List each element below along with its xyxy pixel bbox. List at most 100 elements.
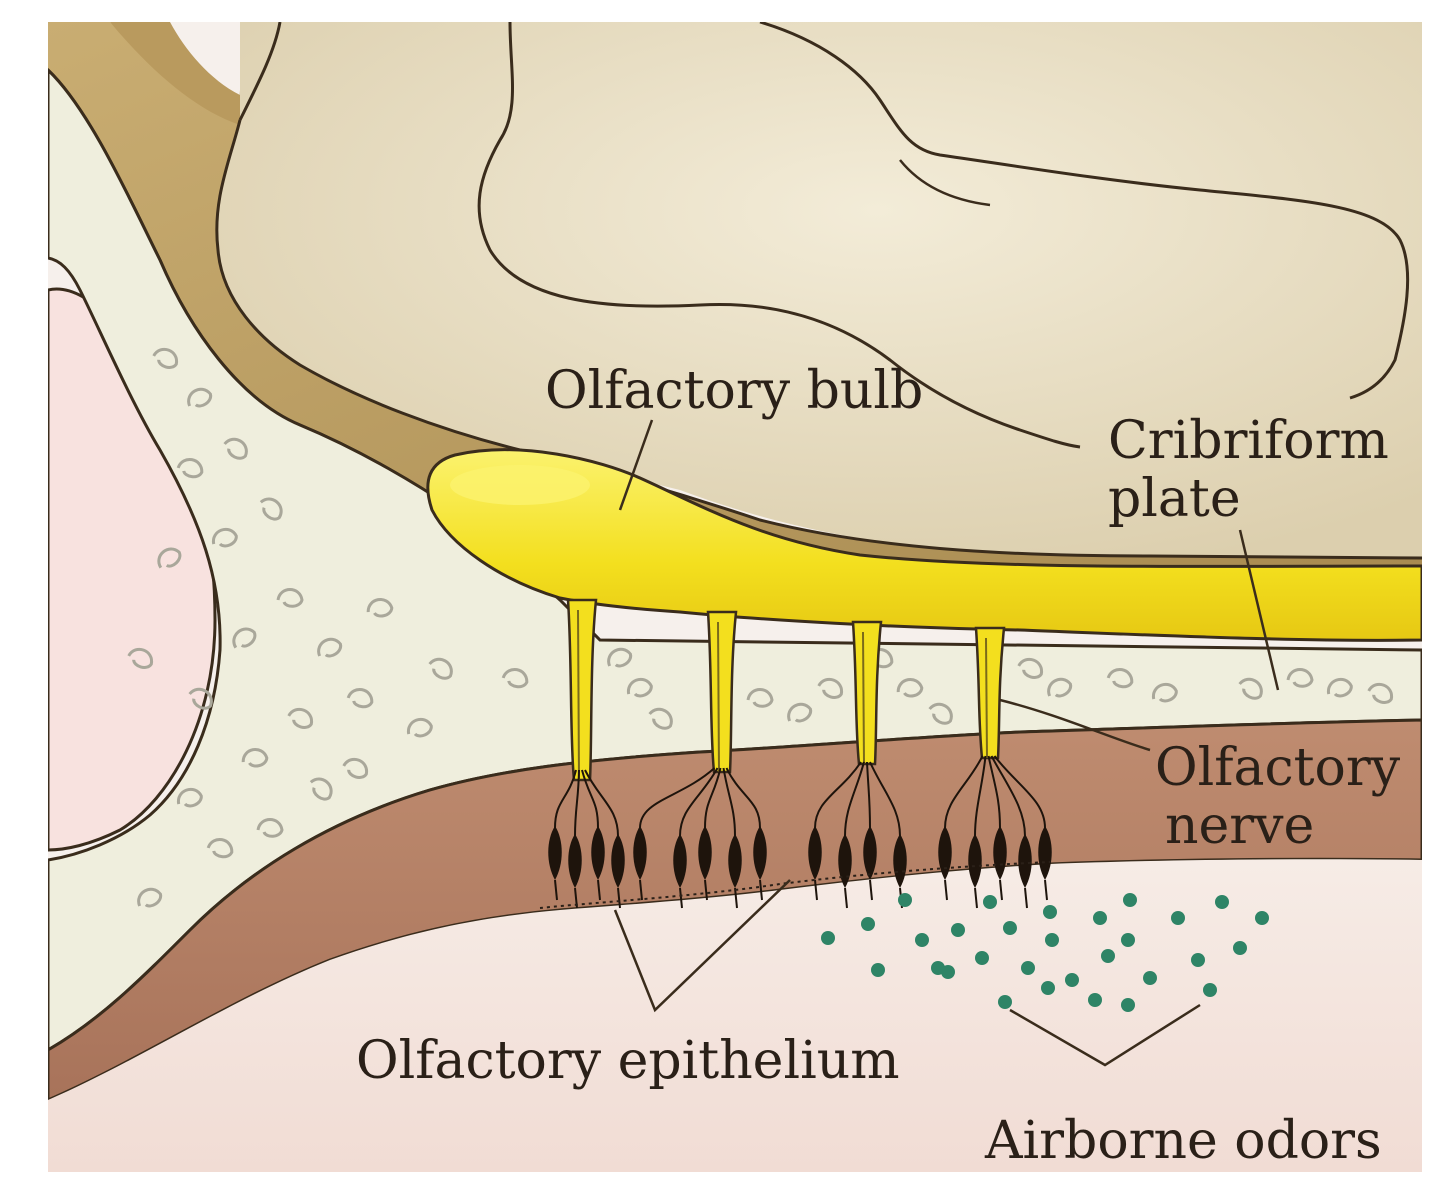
nerve-bundle — [706, 610, 738, 774]
odor-dot-icon — [1093, 911, 1107, 925]
receptor-axon — [944, 755, 984, 829]
receptor-axon — [974, 755, 987, 837]
nerve-fiber — [577, 609, 580, 781]
receptor-neuron-icon — [673, 834, 687, 888]
receptor-axon — [722, 767, 736, 837]
receptor-neuron-icon — [808, 826, 822, 880]
receptor-axon — [679, 767, 719, 837]
receptor-dendrite — [704, 879, 708, 901]
receptor-dendrite — [554, 879, 558, 901]
bone-cell-icon — [346, 688, 374, 709]
receptor-neuron-icon — [893, 834, 907, 888]
label-olfactory-epithelium: Olfactory epithelium — [356, 1031, 900, 1091]
odor-dot-icon — [1101, 949, 1115, 963]
receptor-neurons — [548, 755, 1052, 909]
bone-cell-icon — [648, 707, 673, 730]
bone-cell-icon — [256, 818, 284, 838]
receptor-neuron-icon — [591, 826, 605, 880]
receptor-axon — [987, 755, 1001, 829]
odor-dot-icon — [1255, 911, 1269, 925]
receptor-neuron-icon — [728, 834, 742, 888]
label-cribriform-plate-line1: Cribriform — [1108, 411, 1389, 471]
receptor-axon — [866, 761, 871, 829]
bone-cell-icon — [127, 647, 153, 669]
odor-dot-icon — [821, 931, 835, 945]
odor-dot-icon — [1123, 893, 1137, 907]
receptor-dendrite — [974, 887, 978, 909]
receptor-dendrite — [679, 887, 683, 909]
odor-dot-icon — [1043, 905, 1057, 919]
receptor-dendrite — [639, 879, 643, 901]
receptor-axon — [704, 767, 722, 829]
brain-gyrus-line — [759, 22, 1410, 400]
bone-cell-icon — [212, 527, 238, 548]
olfactory-nerve-bundles — [566, 598, 1006, 782]
brain — [212, 22, 1422, 560]
bone-cell-icon — [787, 702, 813, 723]
receptor-axon — [990, 755, 1026, 837]
brain-gyrus-line — [238, 22, 282, 121]
odor-dot-icon — [975, 951, 989, 965]
odor-dot-icon — [1233, 941, 1247, 955]
bone-cell-icon — [746, 688, 774, 708]
bone-cell-icon — [501, 668, 529, 689]
odor-dot-icon — [871, 963, 885, 977]
receptor-neuron-icon — [611, 834, 625, 888]
brain-gyrus-line — [477, 22, 1081, 449]
receptor-dendrite — [597, 879, 601, 901]
label-airborne-odors: Airborne odors — [984, 1111, 1382, 1171]
dura-branch — [110, 22, 240, 125]
bone-cell-icon — [1327, 677, 1353, 698]
receptor-axon — [554, 769, 577, 829]
leader-olfactory-epithelium — [613, 879, 791, 1013]
receptor-neuron-icon — [753, 826, 767, 880]
bone-cell-icon — [309, 777, 333, 801]
receptor-dendrite — [844, 887, 848, 909]
epithelium-surface — [539, 861, 1051, 909]
receptor-dendrite — [999, 879, 1003, 901]
receptor-dendrite — [617, 887, 621, 909]
odor-dot-icon — [1191, 953, 1205, 967]
bone-cell-icon — [1367, 682, 1393, 704]
bone-cell-icon — [223, 437, 248, 460]
bone-cell-icon — [232, 627, 257, 649]
odor-dot-icon — [931, 961, 945, 975]
bone-cell-icon — [137, 887, 163, 908]
olfactory-bulb — [426, 448, 1422, 642]
bone-cell-icon — [366, 598, 394, 618]
nerve-fiber — [985, 637, 988, 759]
brain-gyrus-line — [899, 159, 991, 207]
receptor-axon — [584, 769, 619, 837]
receptor-dendrite — [1044, 879, 1048, 901]
receptor-neuron-icon — [633, 826, 647, 880]
receptor-axon — [993, 755, 1046, 829]
odor-dot-icon — [1041, 981, 1055, 995]
receptor-neuron-icon — [968, 834, 982, 888]
dura-mater — [48, 22, 1422, 600]
bone-cell-icon — [157, 547, 182, 569]
odor-dot-icon — [998, 995, 1012, 1009]
receptor-neuron-icon — [1038, 826, 1052, 880]
bone-cell-icon — [276, 588, 304, 608]
bone-cell-icon — [1152, 682, 1178, 703]
leader-olfactory-nerve — [999, 698, 1151, 752]
leader-lines — [613, 419, 1280, 1067]
odor-dot-icon — [1143, 971, 1157, 985]
receptor-dendrite — [759, 879, 763, 901]
odor-dot-icon — [861, 917, 875, 931]
bone-cell-icon — [607, 647, 633, 668]
bone-cell-icon — [187, 387, 213, 408]
bone-cell-icon — [428, 657, 453, 680]
odor-dot-icon — [983, 895, 997, 909]
receptor-neuron-icon — [698, 826, 712, 880]
receptor-neuron-icon — [993, 826, 1007, 880]
receptor-axon — [725, 767, 761, 829]
receptor-neuron-icon — [838, 834, 852, 888]
label-cribriform-plate-line2: plate — [1108, 469, 1241, 529]
nasal-cavity — [48, 859, 1422, 1172]
bone-cell-icon — [1238, 677, 1263, 700]
bone-cell-icon — [176, 458, 204, 479]
odor-dot-icon — [915, 933, 929, 947]
airborne-odor-dots — [821, 893, 1269, 1012]
